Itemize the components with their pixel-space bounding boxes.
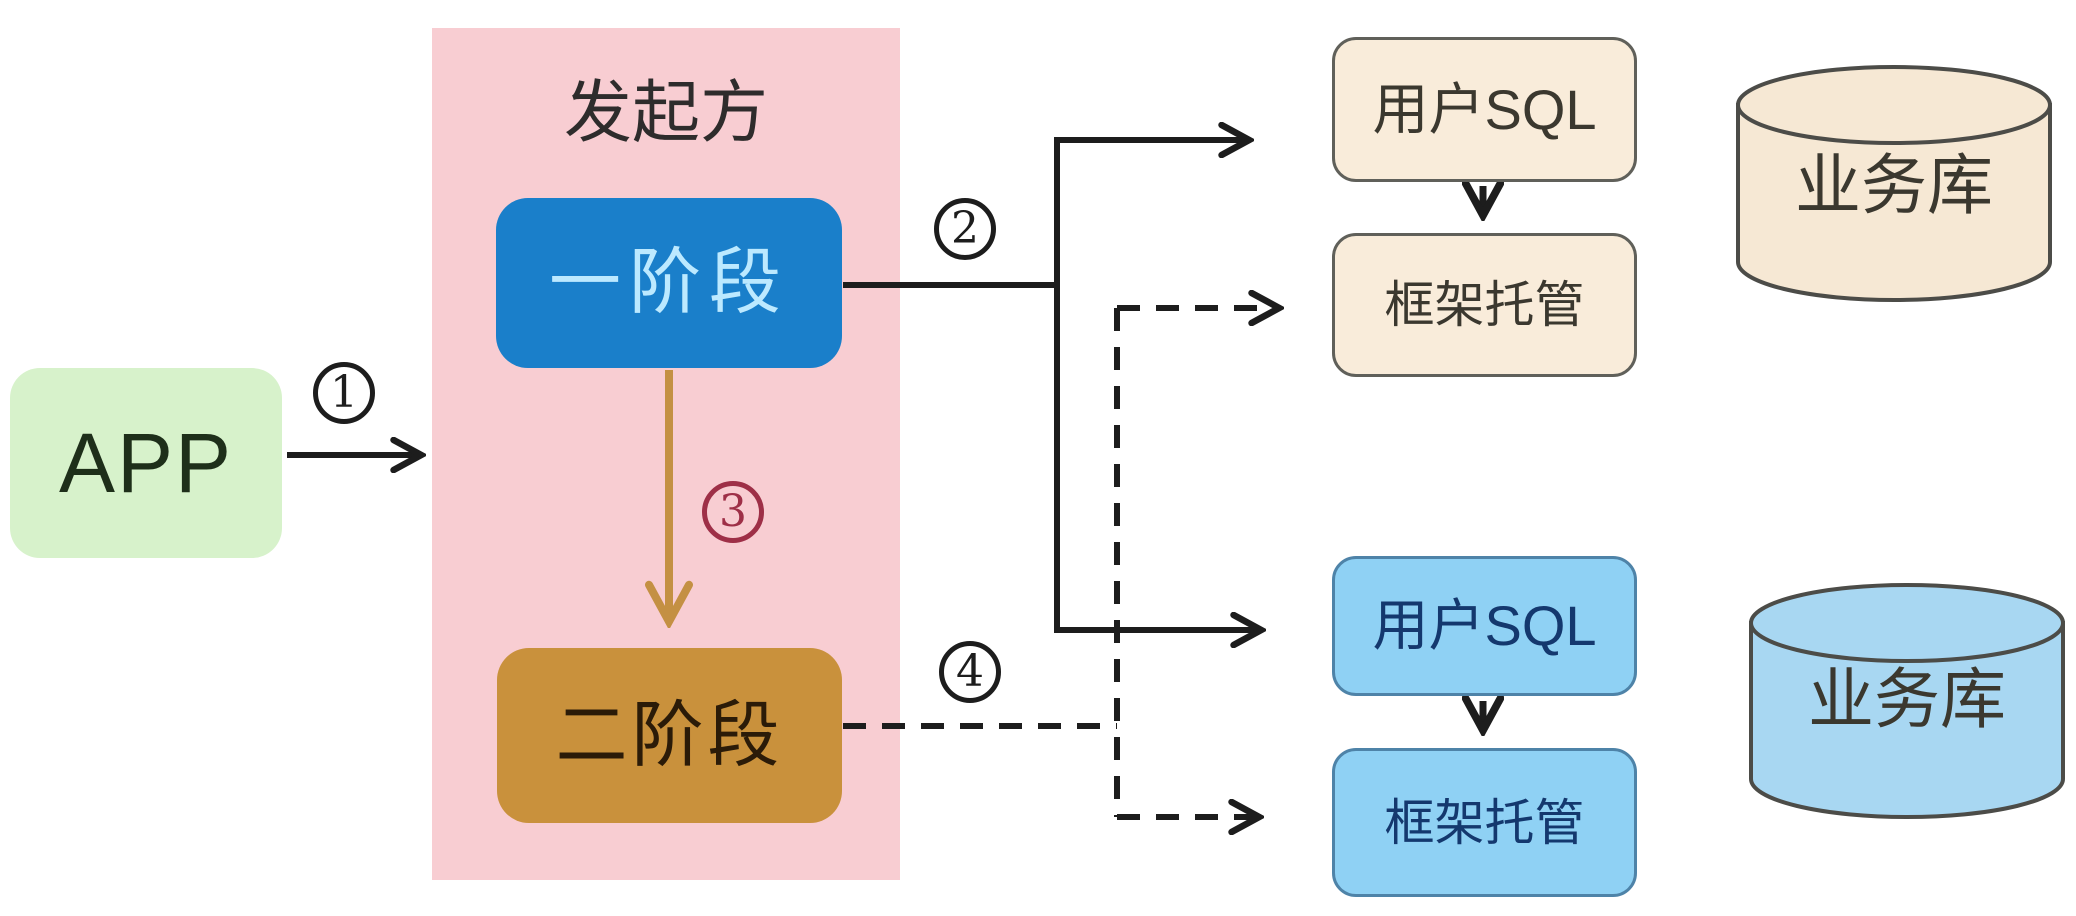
step-3-badge: 3 xyxy=(702,481,764,543)
step-4-badge: 4 xyxy=(939,641,1001,703)
framework-box-bottom: 框架托管 xyxy=(1332,748,1637,897)
database-label-bottom: 业务库 xyxy=(1808,662,2006,736)
framework-label-bottom: 框架托管 xyxy=(1384,794,1585,851)
step-3-number: 3 xyxy=(719,486,747,537)
initiator-title: 发起方 xyxy=(563,75,768,151)
phase1-label: 一阶段 xyxy=(548,243,789,323)
user-sql-label-bottom: 用户SQL xyxy=(1372,594,1597,657)
step-2-number: 2 xyxy=(951,203,979,254)
user-sql-box-bottom: 用户SQL xyxy=(1332,556,1637,696)
phase2-box: 二阶段 xyxy=(497,648,842,823)
phase2-label: 二阶段 xyxy=(555,695,784,776)
phase1-box: 一阶段 xyxy=(496,198,842,368)
user-sql-label-top: 用户SQL xyxy=(1372,77,1597,141)
step-1-number: 1 xyxy=(330,367,358,418)
database-label-top: 业务库 xyxy=(1795,148,1993,222)
framework-label-top: 框架托管 xyxy=(1384,277,1585,333)
app-label: APP xyxy=(58,416,234,510)
step-2-badge: 2 xyxy=(934,198,996,260)
app-box: APP xyxy=(10,368,282,558)
cylinder-top-rim xyxy=(1749,583,2065,663)
cylinder-top-rim xyxy=(1736,65,2052,145)
step-4-number: 4 xyxy=(956,646,984,697)
arrow-step2-bottom-branch xyxy=(1054,285,1260,630)
arrow-step2-top-branch xyxy=(1054,140,1248,285)
step-1-badge: 1 xyxy=(313,362,375,424)
user-sql-box-top: 用户SQL xyxy=(1332,37,1637,182)
framework-box-top: 框架托管 xyxy=(1332,233,1637,377)
